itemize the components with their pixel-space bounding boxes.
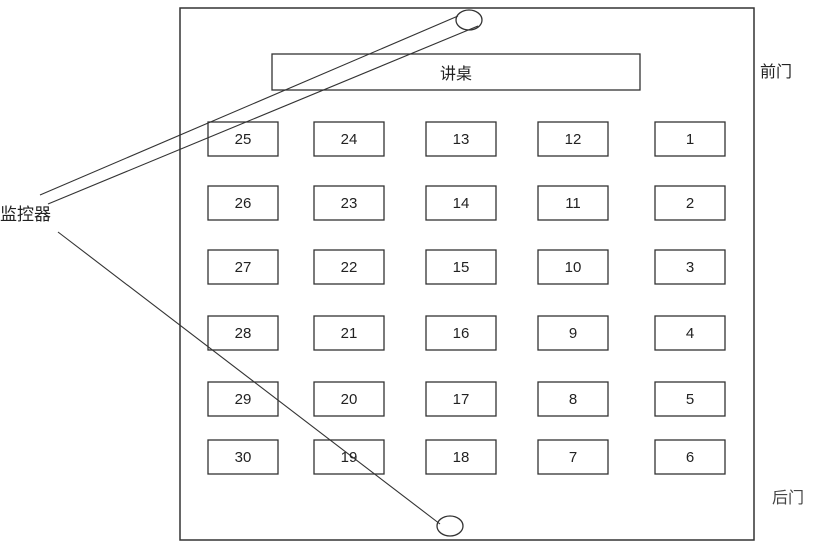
seat-number-6: 6 — [686, 449, 694, 466]
seat-number-30: 30 — [235, 449, 252, 466]
seat-number-15: 15 — [453, 259, 470, 276]
seat-box-12 — [537, 121, 609, 157]
seat-box-28 — [207, 315, 279, 351]
seat-number-11: 11 — [565, 195, 581, 212]
seat-number-3: 3 — [686, 259, 694, 276]
seat-number-9: 9 — [569, 325, 577, 342]
seat-box-29 — [207, 381, 279, 417]
seat-box-21 — [313, 315, 385, 351]
seat-number-5: 5 — [686, 391, 694, 408]
seat-number-4: 4 — [686, 325, 694, 342]
front-door-label: 前门 — [760, 62, 793, 81]
seat-number-21: 21 — [341, 325, 358, 342]
seat-box-26 — [207, 185, 279, 221]
lectern-box — [271, 53, 641, 91]
seat-box-24 — [313, 121, 385, 157]
seat-number-23: 23 — [341, 195, 358, 212]
seat-box-14 — [425, 185, 497, 221]
seat-number-10: 10 — [565, 259, 582, 276]
seat-number-12: 12 — [565, 131, 582, 148]
seat-box-25 — [207, 121, 279, 157]
seat-number-13: 13 — [453, 131, 470, 148]
seat-number-25: 25 — [235, 131, 252, 148]
seat-number-16: 16 — [453, 325, 470, 342]
seat-box-3 — [654, 249, 726, 285]
seat-box-22 — [313, 249, 385, 285]
seat-number-7: 7 — [569, 449, 577, 466]
seat-box-19 — [313, 439, 385, 475]
seat-box-9 — [537, 315, 609, 351]
camera-back-line — [57, 231, 441, 525]
seat-number-14: 14 — [453, 195, 470, 212]
seat-number-20: 20 — [341, 391, 358, 408]
camera-front-line-b — [47, 25, 479, 205]
seat-box-27 — [207, 249, 279, 285]
monitor-label: 监控器 — [0, 205, 51, 225]
seat-box-17 — [425, 381, 497, 417]
seat-number-1: 1 — [686, 131, 694, 148]
seat-number-28: 28 — [235, 325, 252, 342]
seat-number-18: 18 — [453, 449, 470, 466]
seat-number-22: 22 — [341, 259, 358, 276]
seat-box-11 — [537, 185, 609, 221]
seat-box-23 — [313, 185, 385, 221]
seat-number-8: 8 — [569, 391, 577, 408]
seat-box-13 — [425, 121, 497, 157]
seat-number-19: 19 — [341, 449, 358, 466]
seat-box-6 — [654, 439, 726, 475]
seats-group: 2526272829302423222120191314151617181211… — [207, 121, 726, 475]
seat-box-16 — [425, 315, 497, 351]
seat-box-7 — [537, 439, 609, 475]
seat-box-2 — [654, 185, 726, 221]
camera-back — [436, 515, 464, 537]
seat-number-17: 17 — [453, 391, 470, 408]
camera-front — [455, 9, 483, 31]
seat-box-15 — [425, 249, 497, 285]
seat-box-10 — [537, 249, 609, 285]
seat-box-5 — [654, 381, 726, 417]
seat-box-1 — [654, 121, 726, 157]
classroom-outline — [179, 7, 755, 541]
seat-number-24: 24 — [341, 131, 358, 148]
seat-box-30 — [207, 439, 279, 475]
lectern-label: 讲桌 — [439, 64, 472, 83]
seat-box-20 — [313, 381, 385, 417]
seat-box-18 — [425, 439, 497, 475]
seat-number-29: 29 — [235, 391, 252, 408]
seat-box-8 — [537, 381, 609, 417]
camera-front-line-a — [39, 15, 459, 196]
seat-number-27: 27 — [235, 259, 252, 276]
seat-number-26: 26 — [235, 195, 252, 212]
seat-number-2: 2 — [686, 195, 694, 212]
back-door-label: 后门 — [772, 488, 805, 507]
seat-box-4 — [654, 315, 726, 351]
